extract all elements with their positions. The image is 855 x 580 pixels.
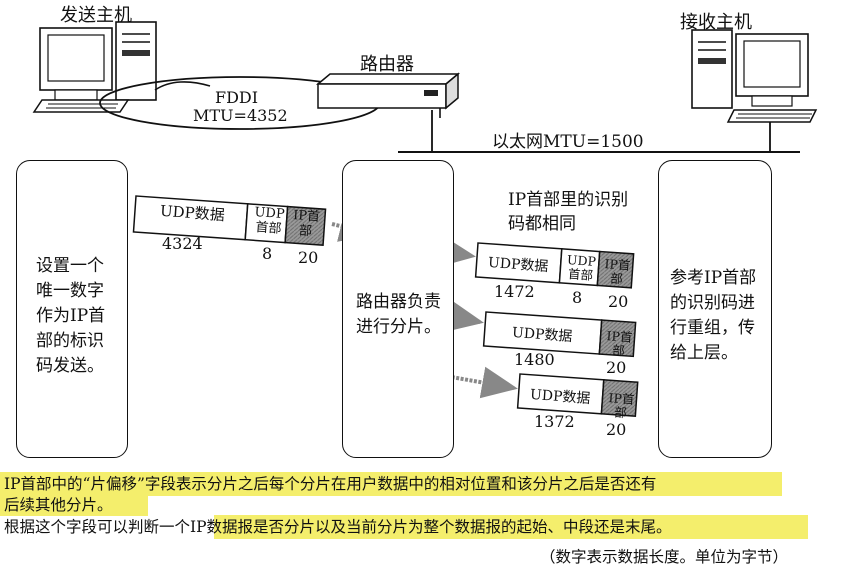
frag1-ip-len: 20 [608, 292, 629, 311]
frag1-ip-label: IP首部 [604, 256, 631, 287]
receiver-process-box [658, 160, 772, 458]
receiver-computer-icon [691, 29, 818, 152]
frag2-ip-len: 20 [606, 358, 627, 377]
id-note: IP首部里的识别码都相同 [508, 190, 629, 234]
sender-label: 发送主机 [60, 5, 132, 26]
frag3-ip-len: 20 [606, 420, 627, 439]
sender-process-text: 设置一个唯一数字作为IP首部的标识码发送。 [36, 256, 106, 376]
orig-ip-len: 20 [298, 248, 319, 267]
orig-data-len: 4324 [162, 234, 203, 253]
caption-note: （数字表示数据长度。单位为字节） [540, 548, 789, 566]
highlight-line3 [214, 515, 808, 539]
fragment-2 [482, 311, 637, 358]
original-packet [132, 195, 327, 246]
fddi-name: FDDI [215, 88, 259, 107]
receiver-process-text: 参考IP首部的识别码进行重组，传给上层。 [670, 268, 757, 363]
frag2-ip-label: IP首部 [606, 328, 633, 359]
router-label: 路由器 [360, 54, 414, 75]
highlight-line2 [0, 496, 148, 516]
receiver-label: 接收主机 [680, 12, 752, 33]
orig-data-label: UDP数据 [159, 201, 226, 225]
orig-ip-label: IP首部 [292, 208, 321, 240]
orig-udp-label: UDP首部 [253, 204, 286, 237]
caption-line2: 后续其他分片。 [4, 496, 113, 514]
router-process-box [342, 160, 454, 458]
caption-line3: 根据这个字段可以判断一个IP数据报是否分片以及当前分片为整个数据报的起始、中段还… [4, 518, 672, 536]
frag1-udp-len: 8 [572, 288, 583, 307]
fragment-3 [516, 373, 639, 417]
frag2-data-len: 1480 [514, 350, 555, 369]
highlight-line1 [0, 472, 782, 496]
router-process-text: 路由器负责进行分片。 [356, 292, 441, 337]
frag1-udp-label: UDP首部 [566, 252, 597, 283]
sender-process-box [16, 160, 128, 458]
frag3-data-len: 1372 [534, 412, 575, 431]
frag3-data-label: UDP数据 [529, 386, 591, 408]
frag1-data-len: 1472 [494, 282, 535, 301]
caption-line1: IP首部中的“片偏移”字段表示分片之后每个分片在用户数据中的相对位置和该分片之后… [4, 475, 657, 493]
frag1-data-label: UDP数据 [487, 254, 549, 276]
ethernet-label: 以太网MTU=1500 [492, 132, 644, 152]
orig-udp-len: 8 [262, 244, 273, 263]
frag3-ip-label: IP首部 [608, 390, 635, 421]
router-icon [315, 72, 461, 118]
frag2-data-label: UDP数据 [511, 324, 573, 346]
fragment-1 [474, 242, 635, 289]
sender-computer-icon [32, 21, 157, 113]
fddi-mtu: MTU=4352 [193, 106, 288, 125]
